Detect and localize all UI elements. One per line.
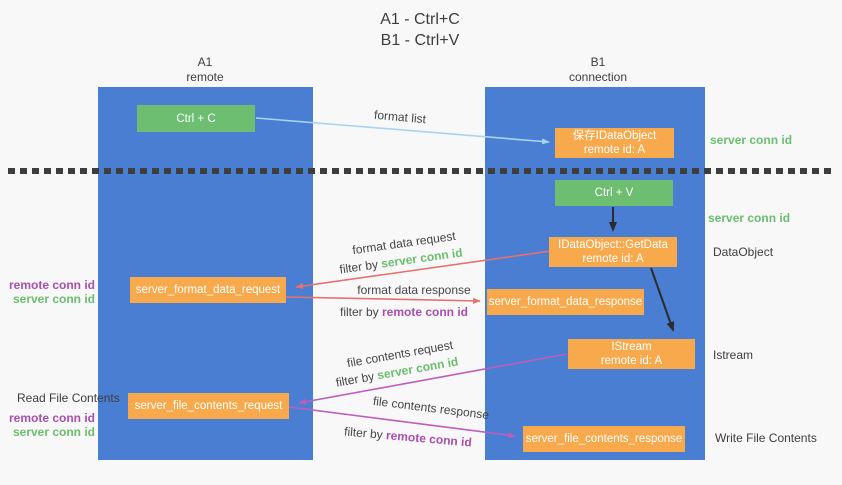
format-data-response-filter-label: filter by remote conn id — [340, 305, 468, 319]
format-data-response-arrow — [285, 296, 481, 304]
diagram-title: A1 - Ctrl+C B1 - Ctrl+V — [330, 9, 510, 51]
server-format-data-request-label: server_format_data_request — [135, 284, 281, 296]
right-istream-label: Istream — [713, 348, 754, 362]
left-server-conn-id: server conn id — [12, 292, 95, 306]
filter-by-prefix: filter by — [339, 305, 382, 319]
file-contents-response-label: file contents response — [372, 393, 490, 423]
istream-line2: remote id: A — [600, 355, 663, 367]
column-b1-name: B1 — [590, 55, 606, 69]
ctrl-v-label: Ctrl + V — [594, 187, 634, 199]
filter-by-prefix: filter by — [343, 424, 387, 443]
left-remote-conn-id: remote conn id — [8, 278, 95, 292]
left-read-file-contents-label: Read File Contents — [17, 391, 120, 405]
column-header-b1: B1 connection — [543, 55, 653, 85]
phase-divider-dashed-line — [8, 168, 835, 174]
column-a1-name: A1 — [197, 55, 213, 69]
server-format-data-request-box: server_format_data_request — [130, 277, 286, 303]
left-file-conn-id-pair: remote conn id server conn id — [6, 411, 95, 439]
save-idataobject-box: 保存IDataObject remote id: A — [555, 128, 674, 158]
left-server-conn-id: server conn id — [12, 425, 95, 439]
server-file-contents-response-box: server_file_contents_response — [523, 426, 685, 452]
right-server-conn-id-top: server conn id — [710, 133, 793, 147]
title-line-2: B1 - Ctrl+V — [380, 32, 460, 49]
format-list-label: format list — [373, 107, 427, 127]
idataobject-getdata-box: IDataObject::GetData remote id: A — [549, 237, 677, 267]
ctrl-c-label: Ctrl + C — [176, 112, 216, 125]
title-line-1: A1 - Ctrl+C — [380, 11, 460, 28]
getdata-line2: remote id: A — [582, 253, 644, 265]
ctrl-c-box: Ctrl + C — [137, 105, 255, 132]
istream-line1: IStream — [611, 341, 652, 353]
save-idataobject-line1: 保存IDataObject — [572, 130, 657, 142]
istream-box: IStream remote id: A — [568, 339, 695, 369]
getdata-line1: IDataObject::GetData — [558, 239, 668, 251]
format-data-response-label: format data response — [357, 283, 471, 297]
right-write-file-contents-label: Write File Contents — [715, 431, 817, 445]
left-format-conn-id-pair: remote conn id server conn id — [6, 278, 95, 306]
column-b1-role: connection — [568, 70, 628, 84]
server-format-data-response-box: server_format_data_response — [487, 289, 644, 315]
column-header-a1: A1 remote — [150, 55, 260, 85]
server-format-data-response-label: server_format_data_response — [488, 296, 643, 308]
server-file-contents-response-label: server_file_contents_response — [525, 433, 683, 445]
right-server-conn-id-mid: server conn id — [708, 211, 791, 225]
server-file-contents-request-box: server_file_contents_request — [128, 393, 289, 419]
remote-conn-id-value: remote conn id — [385, 428, 473, 450]
filter-by-prefix: filter by — [338, 256, 383, 277]
right-dataobject-label: DataObject — [713, 245, 774, 259]
server-file-contents-request-label: server_file_contents_request — [134, 400, 283, 412]
filter-by-prefix: filter by — [334, 368, 379, 390]
save-idataobject-line2: remote id: A — [583, 144, 646, 156]
left-remote-conn-id: remote conn id — [8, 411, 95, 425]
remote-conn-id-value: remote conn id — [382, 305, 469, 319]
file-contents-response-filter-label: filter by remote conn id — [344, 424, 473, 449]
column-a1-role: remote — [186, 70, 224, 84]
ctrl-v-box: Ctrl + V — [555, 180, 673, 206]
